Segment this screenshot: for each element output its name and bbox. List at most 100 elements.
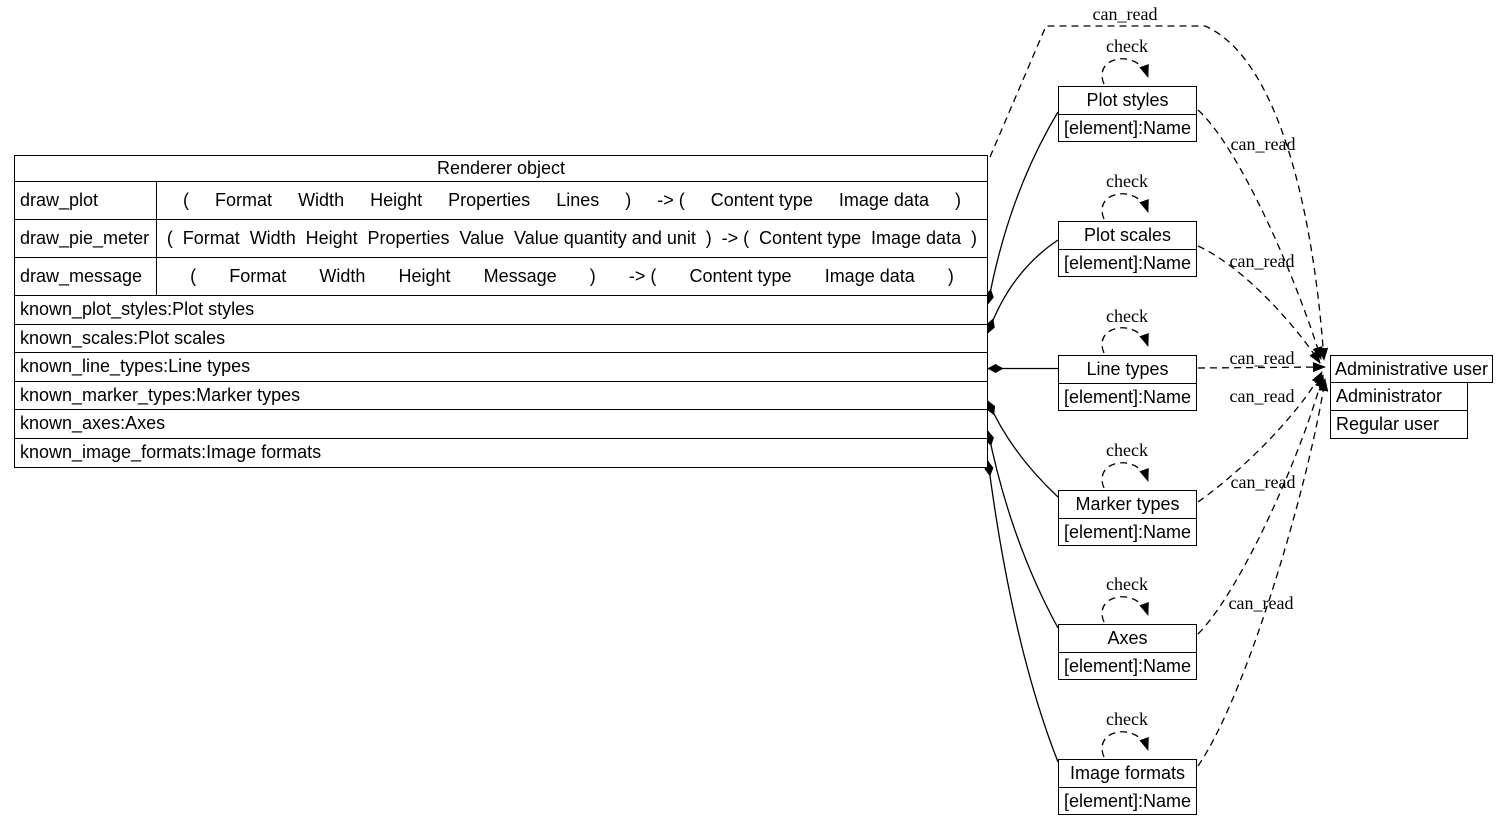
edge-check-line-types	[1101, 327, 1149, 354]
signature-token: (	[183, 190, 190, 210]
method-signature: ( Format Width Height Properties Lines) -> ( Co…	[157, 182, 987, 219]
signature-token: Properties	[448, 190, 531, 210]
signature-token: Width	[298, 190, 345, 210]
edge-can-read-plot-scales	[1197, 245, 1321, 364]
admin-role-administrator: Administrator	[1330, 381, 1468, 411]
edge-check-plot-scales	[1101, 193, 1149, 220]
edge-can-read-image-formats	[1197, 378, 1329, 767]
signature-token: Value quantity and unit	[514, 228, 696, 248]
entity-line-types: Line types [element]:Name	[1058, 355, 1197, 411]
signature-token: -> (	[628, 266, 657, 286]
edge-can-read-line-types	[1197, 362, 1326, 373]
entity-plot-styles: Plot styles [element]:Name	[1058, 86, 1197, 142]
method-row-draw-pie-meter: draw_pie_meter ( Format Width Height Propert…	[15, 220, 987, 258]
edge-check-marker-types	[1101, 462, 1149, 489]
edge-label-can-read: can_read	[1092, 4, 1158, 24]
method-name: draw_message	[15, 258, 157, 295]
attribute-row-known-plot-styles: known_plot_styles:Plot styles	[15, 296, 987, 325]
entity-image-formats: Image formats [element]:Name	[1058, 759, 1197, 815]
method-name: draw_pie_meter	[15, 220, 157, 257]
entity-attribute: [element]:Name	[1063, 117, 1192, 138]
renderer-title: Renderer object	[15, 156, 987, 182]
signature-token: Value	[459, 228, 505, 248]
entity-axes: Axes [element]:Name	[1058, 624, 1197, 680]
edge-label-can-read: can_read	[1229, 348, 1295, 368]
signature-token: Format	[229, 266, 287, 286]
entity-attribute: [element]:Name	[1063, 521, 1192, 542]
entity-title: Plot scales	[1059, 222, 1196, 250]
edge-label-can-read: can_read	[1229, 251, 1295, 271]
entity-plot-scales: Plot scales [element]:Name	[1058, 221, 1197, 277]
signature-token: Properties	[367, 228, 450, 248]
method-signature: ( Format Width Height Properties Value Value q…	[157, 220, 987, 257]
signature-token: )	[947, 266, 954, 286]
entity-attribute: [element]:Name	[1063, 790, 1192, 811]
signature-token: Image data	[838, 190, 929, 210]
signature-token: Height	[370, 190, 423, 210]
edge-label-check: check	[1106, 306, 1148, 326]
signature-token: -> (	[721, 228, 750, 248]
signature-token: )	[625, 190, 632, 210]
edge-label-can-read: can_read	[1230, 134, 1296, 154]
signature-token: Message	[483, 266, 557, 286]
entity-marker-types: Marker types [element]:Name	[1058, 490, 1197, 546]
signature-token: Height	[305, 228, 358, 248]
signature-token: Lines	[556, 190, 600, 210]
edge-contains-plot-scales	[986, 239, 1059, 334]
signature-token: Width	[319, 266, 366, 286]
edge-can-read-axes	[1197, 374, 1325, 635]
attribute-row-known-axes: known_axes:Axes	[15, 410, 987, 439]
edge-label-can-read: can_read	[1229, 386, 1295, 406]
method-name: draw_plot	[15, 182, 157, 219]
edge-label-check: check	[1106, 709, 1148, 729]
attribute-row-known-image-formats: known_image_formats:Image formats	[20, 442, 322, 463]
edge-contains-plot-styles	[984, 111, 1059, 305]
entity-attribute: [element]:Name	[1063, 252, 1192, 273]
method-row-draw-message: draw_message ( Format Width Height Message) -…	[15, 258, 987, 296]
signature-token: )	[954, 190, 961, 210]
attribute-row-known-marker-types: known_marker_types:Marker types	[15, 382, 987, 410]
signature-token: Height	[398, 266, 451, 286]
edge-can-read-renderer	[989, 25, 1329, 361]
signature-token: Format	[182, 228, 240, 248]
signature-token: Content type	[689, 266, 792, 286]
attribute-row-known-line-types: known_line_types:Line types	[15, 353, 987, 382]
method-row-draw-plot: draw_plot ( Format Width Height Properties Li…	[15, 182, 987, 220]
edge-label-can-read: can_read	[1230, 472, 1296, 492]
edge-check-image-formats	[1101, 731, 1149, 758]
edge-contains-axes	[985, 430, 1059, 629]
signature-token: Format	[215, 190, 273, 210]
edge-label-check: check	[1106, 440, 1148, 460]
signature-token: Content type	[710, 190, 813, 210]
entity-attribute: [element]:Name	[1063, 655, 1192, 676]
edge-label-can-read: can_read	[1228, 593, 1294, 613]
entity-title: Line types	[1059, 356, 1196, 384]
edge-check-axes	[1101, 596, 1149, 623]
entity-title: Image formats	[1059, 760, 1196, 788]
signature-token: -> (	[657, 190, 685, 210]
edge-label-check: check	[1106, 574, 1148, 594]
edge-label-check: check	[1106, 171, 1148, 191]
signature-token: )	[970, 228, 977, 248]
entity-attribute: [element]:Name	[1063, 386, 1192, 407]
signature-token: Width	[249, 228, 296, 248]
edge-contains-marker-types	[986, 400, 1059, 498]
entity-title: Marker types	[1059, 491, 1196, 519]
signature-token: )	[705, 228, 712, 248]
edge-check-plot-styles	[1101, 58, 1149, 85]
signature-token: Content type	[759, 228, 862, 248]
edge-label-check: check	[1106, 36, 1148, 56]
signature-token: (	[190, 266, 197, 286]
admin-user-title: Administrative user	[1330, 355, 1493, 383]
signature-token: Image data	[824, 266, 915, 286]
signature-token: (	[166, 228, 173, 248]
method-signature: ( Format Width Height Message) -> ( Content ty…	[157, 258, 987, 295]
attribute-row-known-scales: known_scales:Plot scales	[15, 325, 987, 353]
edge-contains-image-formats	[984, 460, 1059, 763]
edge-can-read-plot-styles	[1197, 109, 1323, 360]
entity-title: Plot styles	[1059, 87, 1196, 115]
entity-title: Axes	[1059, 625, 1196, 653]
